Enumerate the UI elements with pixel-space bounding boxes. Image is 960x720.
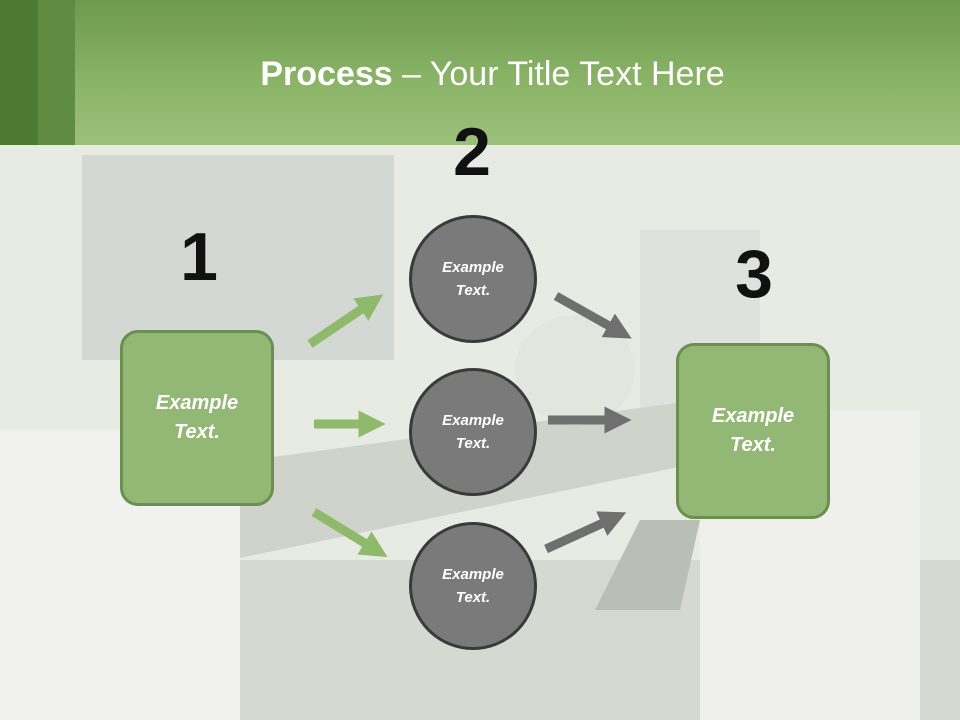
step-1-box: Example Text.: [120, 330, 274, 506]
step-1-text: Example Text.: [155, 392, 239, 443]
arrow-gray-up: [544, 511, 627, 554]
header-bar: [0, 0, 960, 145]
circle-top-text: Example Text.: [442, 259, 504, 299]
arrow-green-down: [311, 508, 388, 558]
step-2-circle-top: Example Text.: [409, 215, 537, 343]
title-rest: – Your Title Text Here: [392, 55, 725, 93]
step-2-circle-bottom: Example Text.: [409, 522, 537, 650]
header-accent-block: [0, 0, 75, 145]
step-2-circle-middle: Example Text.: [409, 368, 537, 496]
circle-bottom-text: Example Text.: [442, 566, 504, 606]
slide-title: Process – Your Title Text Here: [0, 54, 960, 94]
step-3-box: Example Text.: [676, 343, 830, 519]
step-number-1: 1: [180, 219, 218, 295]
step-number-2: 2: [453, 114, 491, 190]
step-3-text: Example Text.: [711, 405, 795, 456]
step-number-3: 3: [735, 236, 773, 312]
arrow-gray-down: [553, 292, 632, 339]
circle-middle-text: Example Text.: [442, 412, 504, 452]
arrow-green-up: [307, 294, 384, 348]
title-bold: Process: [260, 55, 393, 93]
